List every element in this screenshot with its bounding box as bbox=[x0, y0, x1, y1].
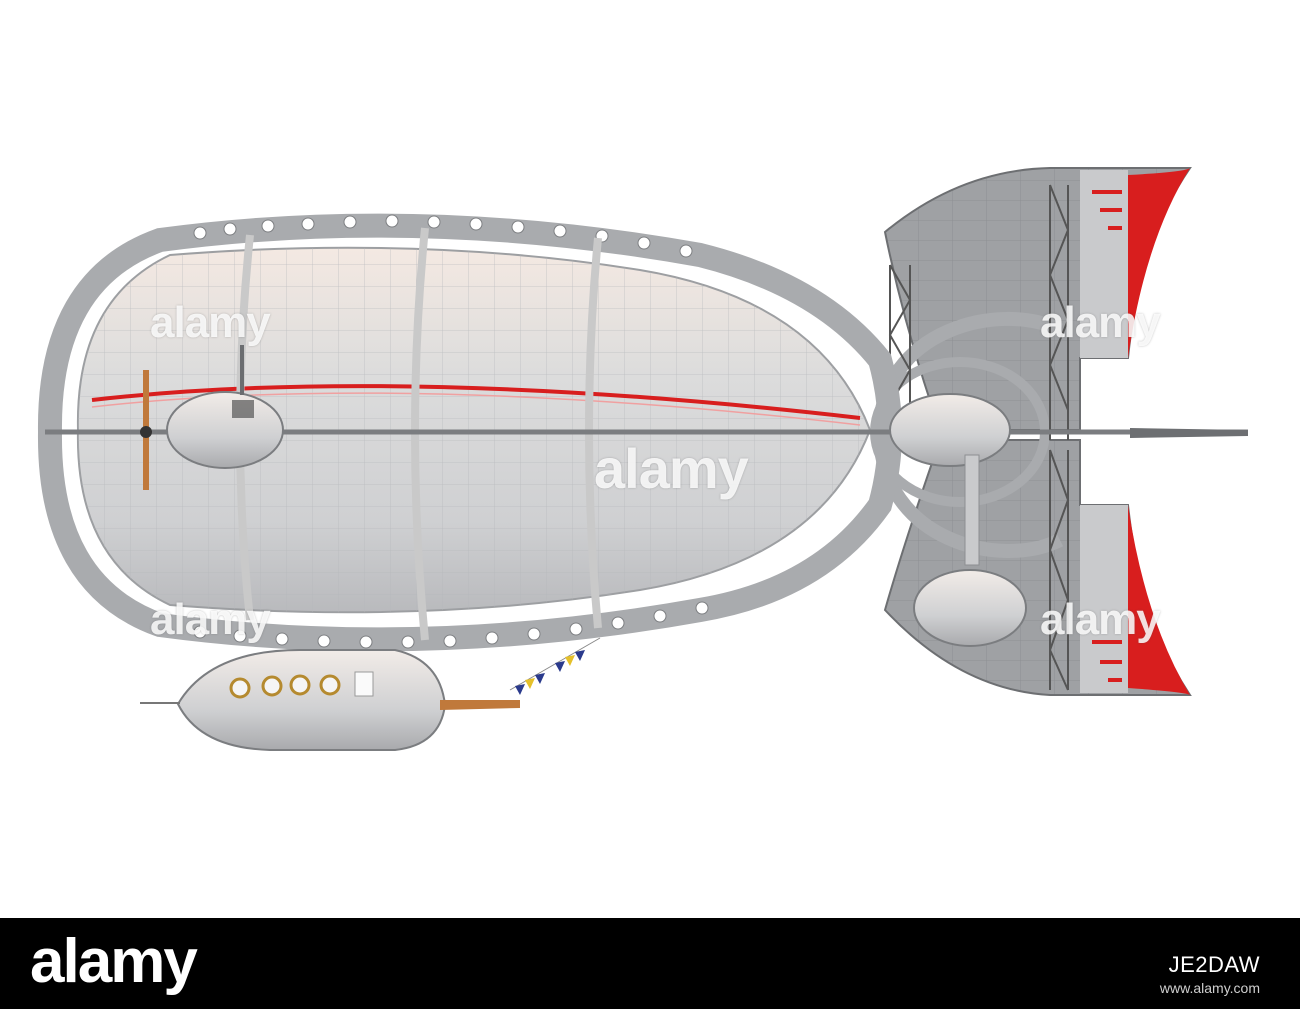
rear-pod-upper bbox=[889, 393, 1011, 467]
gondola bbox=[140, 649, 520, 751]
tail-fin-upper bbox=[883, 167, 1192, 431]
brand-url[interactable]: www.alamy.com bbox=[1159, 980, 1260, 996]
image-id: JE2DAW bbox=[1168, 952, 1260, 977]
tail-fin-lower bbox=[883, 439, 1192, 696]
propeller bbox=[140, 370, 152, 490]
engine-pod bbox=[166, 391, 284, 469]
rear-pod-lower bbox=[913, 569, 1027, 647]
airship-illustration bbox=[37, 167, 1248, 751]
ring-holes bbox=[193, 214, 709, 649]
red-stripe bbox=[91, 384, 861, 420]
tail-spike bbox=[1130, 428, 1248, 438]
outer-ring-frame bbox=[37, 213, 902, 652]
brand-footer: alamy JE2DAW www.alamy.com bbox=[0, 918, 1300, 1009]
bunting-flags bbox=[509, 637, 601, 691]
brand-logo[interactable]: alamy bbox=[30, 927, 198, 996]
